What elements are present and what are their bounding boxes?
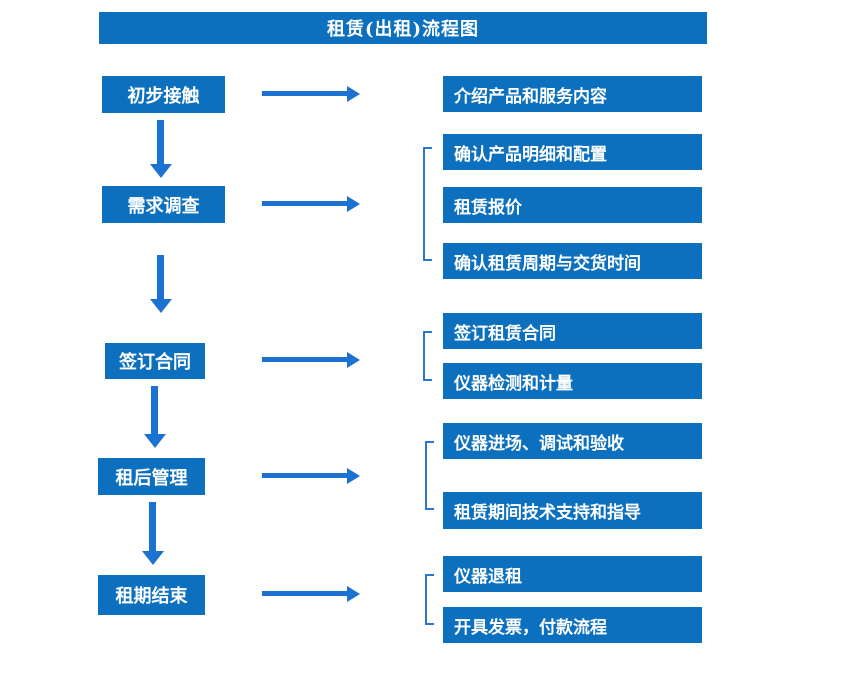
output-box-confirm-rental-period: 确认租赁周期与交货时间 <box>443 243 702 279</box>
output-box-instrument-entry-debug: 仪器进场、调试和验收 <box>443 423 702 459</box>
right-arrow-shaft <box>262 201 348 206</box>
output-box-technical-support: 租赁期间技术支持和指导 <box>443 492 702 529</box>
output-box-instrument-testing: 仪器检测和计量 <box>443 363 702 399</box>
right-arrow-head <box>347 352 360 368</box>
diagram-title: 租赁(出租)流程图 <box>99 12 707 44</box>
output-box-confirm-product-details: 确认产品明细和配置 <box>443 134 702 170</box>
down-arrow-icon <box>150 120 172 178</box>
right-arrow-shaft <box>262 473 348 478</box>
output-box-instrument-return: 仪器退租 <box>443 556 702 592</box>
down-arrow-head <box>150 164 172 178</box>
down-arrow-head <box>150 299 172 313</box>
right-arrow-head <box>347 86 360 102</box>
step-box-sign-contract: 签订合同 <box>105 343 205 379</box>
right-arrow-icon <box>262 586 360 602</box>
output-box-introduce-products: 介绍产品和服务内容 <box>443 76 702 112</box>
step-box-initial-contact: 初步接触 <box>102 76 225 113</box>
right-arrow-icon <box>262 352 360 368</box>
down-arrow-shaft <box>157 120 164 165</box>
right-arrow-icon <box>262 468 360 484</box>
group-bracket-icon <box>425 574 434 625</box>
down-arrow-head <box>142 551 164 565</box>
down-arrow-icon <box>150 255 172 313</box>
right-arrow-head <box>347 586 360 602</box>
down-arrow-icon <box>142 502 164 565</box>
group-bracket-icon <box>423 331 432 381</box>
right-arrow-icon <box>262 86 360 102</box>
output-box-rental-quote: 租赁报价 <box>443 187 702 223</box>
right-arrow-icon <box>262 196 360 212</box>
down-arrow-shaft <box>157 255 164 300</box>
step-box-demand-survey: 需求调查 <box>102 186 225 223</box>
group-bracket-icon <box>425 441 434 510</box>
right-arrow-shaft <box>262 357 348 362</box>
down-arrow-shaft <box>149 502 156 552</box>
down-arrow-shaft <box>151 386 158 435</box>
output-box-sign-rental-contract: 签订租赁合同 <box>443 313 702 349</box>
right-arrow-head <box>347 468 360 484</box>
output-box-invoice-payment: 开具发票，付款流程 <box>443 607 702 643</box>
right-arrow-shaft <box>262 591 348 596</box>
step-box-rental-end: 租期结束 <box>98 575 205 615</box>
down-arrow-head <box>144 434 166 448</box>
down-arrow-icon <box>144 386 166 448</box>
right-arrow-head <box>347 196 360 212</box>
step-box-post-rental-management: 租后管理 <box>98 458 205 495</box>
group-bracket-icon <box>423 147 432 261</box>
right-arrow-shaft <box>262 91 348 96</box>
